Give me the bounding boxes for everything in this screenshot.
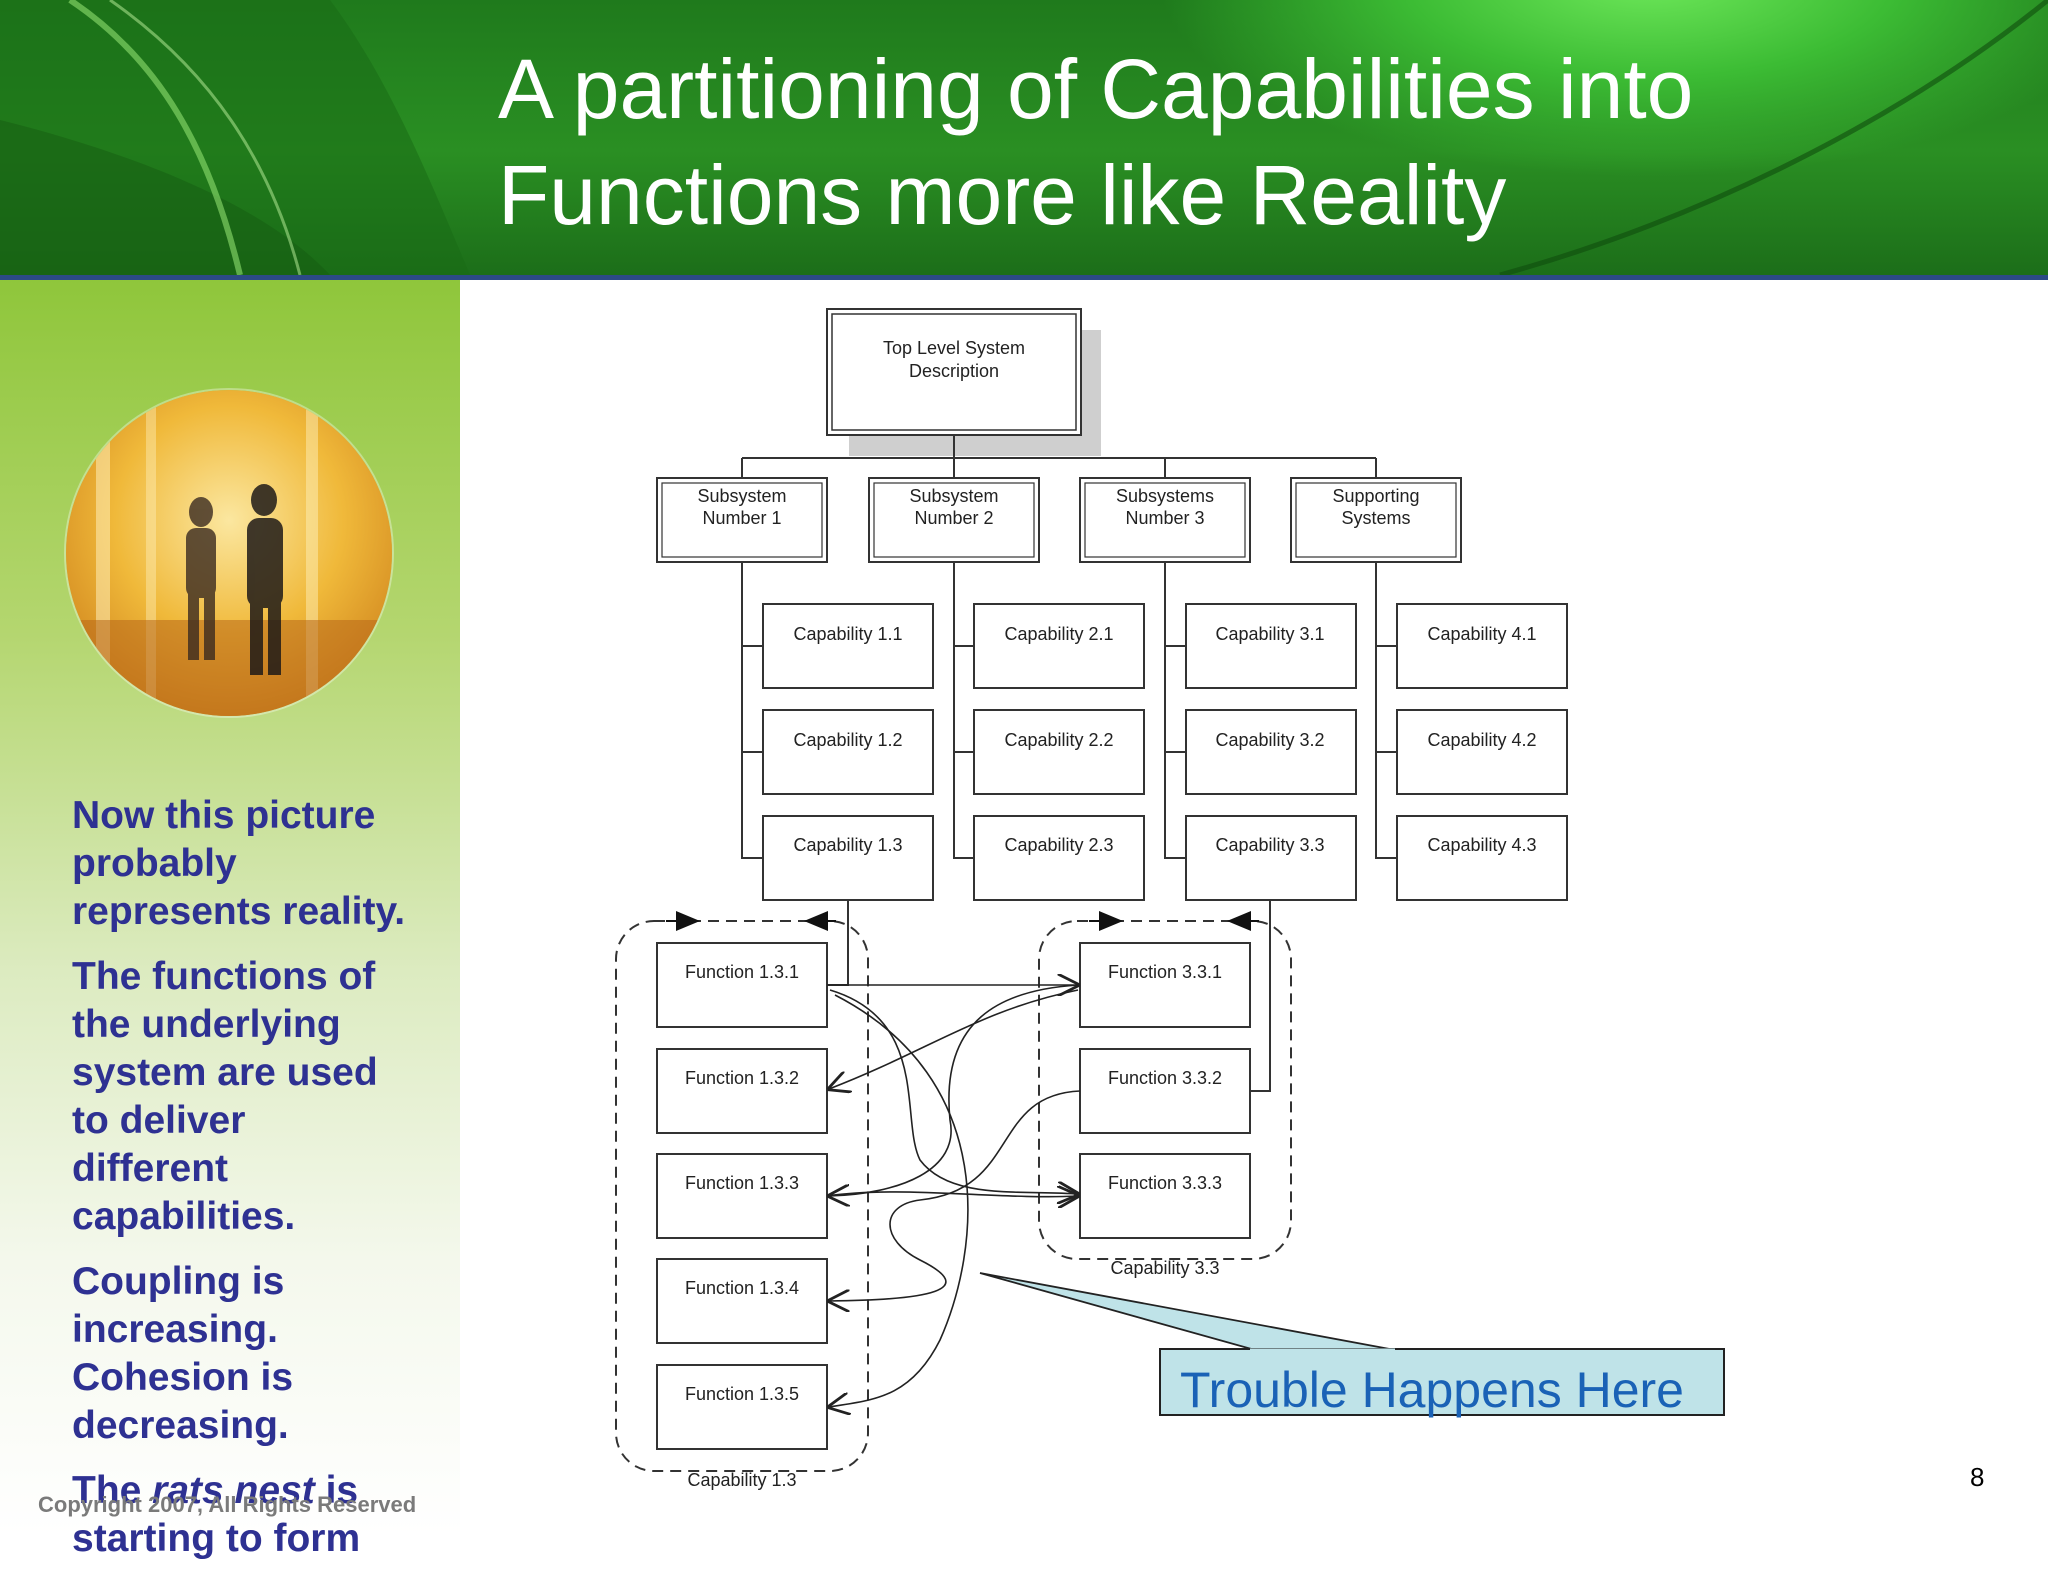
capability-2-3-label: Capability 2.3: [1004, 835, 1113, 855]
capability-1-2-label: Capability 1.2: [793, 730, 902, 750]
slide-title: A partitioning of Capabilities into Func…: [498, 36, 2018, 248]
function-box: [656, 1153, 828, 1239]
subsystem-2-line-2: Number 2: [914, 508, 993, 528]
function-boxes-3-3: [1079, 942, 1251, 1239]
function-1-3-5-label: Function 1.3.5: [685, 1384, 799, 1404]
capability-box: [973, 603, 1145, 689]
subsystem-1-line-2: Number 1: [702, 508, 781, 528]
capability-1-3-group-label: Capability 1.3: [687, 1470, 796, 1490]
top-level-label-line-1: Top Level System: [883, 338, 1025, 358]
header-divider: [0, 275, 2048, 280]
capability-3-2-label: Capability 3.2: [1215, 730, 1324, 750]
capability-boxes: [762, 603, 1568, 901]
function-3-3-3-label: Function 3.3.3: [1108, 1173, 1222, 1193]
note-rats-nest-emphasis: rats nest: [152, 1469, 315, 1512]
capability-box: [1185, 709, 1357, 795]
capability-box: [1396, 603, 1568, 689]
capability-box: [1185, 603, 1357, 689]
slide-title-line-1: A partitioning of Capabilities into: [498, 42, 1694, 136]
capability-2-1-label: Capability 2.1: [1004, 624, 1113, 644]
capability-1-3-group: Capability 1.3: [615, 911, 869, 1490]
capability-3-3-group-label: Capability 3.3: [1110, 1258, 1219, 1278]
top-level-system-box: Top Level System Description: [826, 308, 1101, 456]
capability-box: [762, 709, 934, 795]
function-box: [656, 942, 828, 1028]
capability-3-1-label: Capability 3.1: [1215, 624, 1324, 644]
capability-labels: Capability 1.1 Capability 1.2 Capability…: [793, 624, 1536, 855]
capability-box: [762, 603, 934, 689]
capability-2-2-label: Capability 2.2: [1004, 730, 1113, 750]
capability-box: [973, 709, 1145, 795]
capability-4-2-label: Capability 4.2: [1427, 730, 1536, 750]
function-labels-3-3: Function 3.3.1 Function 3.3.2 Function 3…: [1108, 962, 1222, 1193]
function-box: [1079, 1048, 1251, 1134]
capability-4-1-label: Capability 4.1: [1427, 624, 1536, 644]
header-swoosh-decoration: [0, 0, 2048, 275]
function-box: [656, 1258, 828, 1344]
function-boxes-1-3: [656, 942, 828, 1450]
trouble-callout: Trouble Happens Here: [979, 1272, 1725, 1418]
capability-box: [1396, 815, 1568, 901]
subsystem-3-line-2: Number 3: [1125, 508, 1204, 528]
page-number: 8: [1970, 1462, 1985, 1492]
function-1-3-1-label: Function 1.3.1: [685, 962, 799, 982]
note-coupling: Coupling is increasing. Cohesion is decr…: [72, 1260, 294, 1447]
hierarchy-connectors: [741, 435, 1396, 1092]
capability-diagram: Top Level System Description Subsystem N…: [615, 308, 1725, 1490]
subsystem-3-line-1: Subsystems: [1116, 486, 1214, 506]
function-1-3-3-label: Function 1.3.3: [685, 1173, 799, 1193]
function-box: [1079, 942, 1251, 1028]
supporting-systems-line-1: Supporting: [1332, 486, 1419, 506]
function-3-3-1-label: Function 3.3.1: [1108, 962, 1222, 982]
subsystem-2-line-1: Subsystem: [909, 486, 998, 506]
function-box: [656, 1364, 828, 1450]
function-1-3-2-label: Function 1.3.2: [685, 1068, 799, 1088]
note-functions: The functions of the underlying system a…: [72, 955, 378, 1238]
capability-3-3-label: Capability 3.3: [1215, 835, 1324, 855]
supporting-systems-line-2: Systems: [1341, 508, 1410, 528]
capability-box: [1396, 709, 1568, 795]
capability-1-3-label: Capability 1.3: [793, 835, 902, 855]
function-box: [1079, 1153, 1251, 1239]
function-box: [656, 1048, 828, 1134]
trouble-callout-text: Trouble Happens Here: [1180, 1362, 1684, 1418]
capability-4-3-label: Capability 4.3: [1427, 835, 1536, 855]
function-1-3-4-label: Function 1.3.4: [685, 1278, 799, 1298]
note-rats-nest-prefix: The: [72, 1469, 153, 1512]
capability-1-1-label: Capability 1.1: [793, 624, 902, 644]
cross-capability-links: [827, 985, 1080, 1407]
subsystem-box-1: Subsystem Number 1: [656, 477, 828, 563]
top-level-label-line-2: Description: [909, 361, 999, 381]
note-reality: Now this picture probably represents rea…: [72, 794, 406, 933]
capability-3-3-group: Capability 3.3: [1038, 911, 1292, 1278]
subsystem-box-2: Subsystem Number 2: [868, 477, 1040, 563]
supporting-systems-box: Supporting Systems: [1290, 477, 1462, 563]
slide-title-line-2: Functions more like Reality: [498, 148, 1507, 242]
capability-box: [1185, 815, 1357, 901]
subsystem-box-3: Subsystems Number 3: [1079, 477, 1251, 563]
slide-header: A partitioning of Capabilities into Func…: [0, 0, 2048, 275]
function-3-3-2-label: Function 3.3.2: [1108, 1068, 1222, 1088]
walking-people-photo: [66, 390, 392, 716]
subsystem-1-line-1: Subsystem: [697, 486, 786, 506]
copyright-notice: Copyright 2007, All Rights Reserved: [38, 1492, 417, 1517]
function-labels-1-3: Function 1.3.1 Function 1.3.2 Function 1…: [685, 962, 799, 1404]
sidebar-panel: Now this picture probably represents rea…: [0, 280, 460, 1560]
capability-box: [762, 815, 934, 901]
capability-box: [973, 815, 1145, 901]
